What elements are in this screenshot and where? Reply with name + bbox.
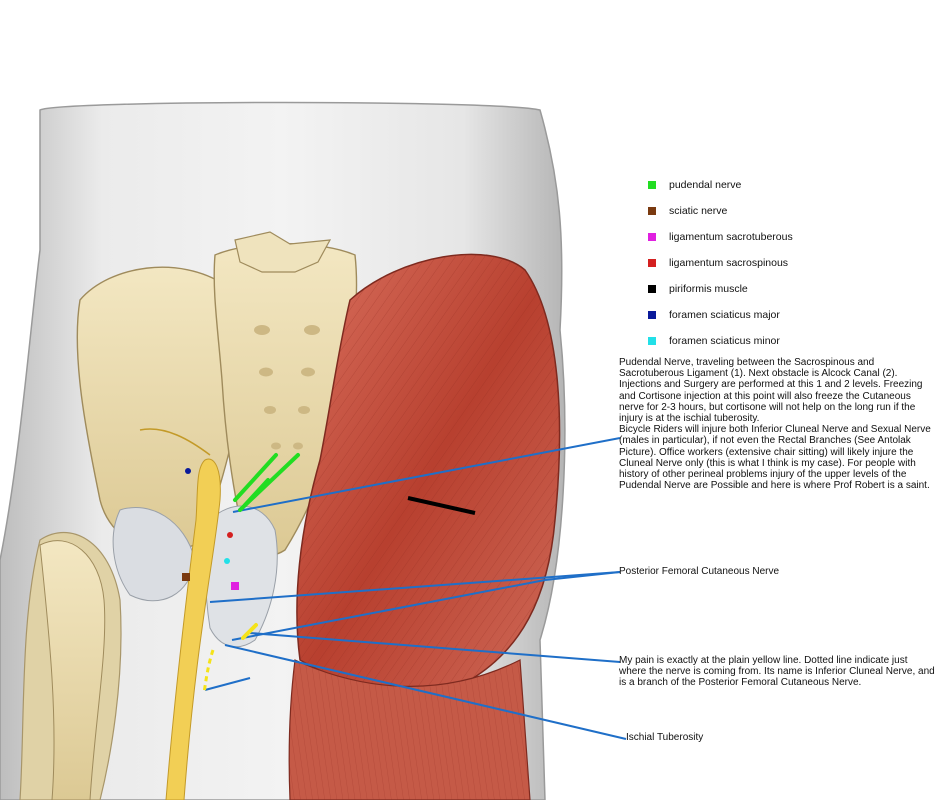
annotation-posterior-femoral-cutaneous: Posterior Femoral Cutaneous Nerve bbox=[619, 566, 780, 577]
hip-joint-ligaments bbox=[112, 506, 196, 602]
pudendal-nerve-lines bbox=[233, 453, 300, 512]
annotation-bicycle-text: Bicycle Riders will injure both Inferior… bbox=[619, 424, 931, 492]
legend-item: ligamentum sacrotuberous bbox=[648, 224, 938, 250]
annotation-pain-location: My pain is exactly at the plain yellow l… bbox=[619, 655, 935, 689]
legend-swatch bbox=[648, 181, 656, 189]
pointer-lines bbox=[204, 437, 627, 740]
legend-item: ligamentum sacrospinous bbox=[648, 250, 938, 276]
lumbar-vertebra bbox=[234, 231, 332, 273]
foramen-major-marker bbox=[185, 468, 191, 474]
legend-item: piriformis muscle bbox=[648, 276, 938, 302]
legend-swatch bbox=[648, 207, 656, 215]
legend-label: foramen sciaticus minor bbox=[669, 335, 780, 347]
foramen-minor-marker bbox=[224, 558, 230, 564]
legend-label: pudendal nerve bbox=[669, 179, 742, 191]
legend-swatch bbox=[648, 285, 656, 293]
legend-item: foramen sciaticus major bbox=[648, 302, 938, 328]
legend-swatch bbox=[648, 233, 656, 241]
piriformis-marker bbox=[407, 496, 476, 515]
annotation-pudendal: Pudendal Nerve, traveling between the Sa… bbox=[619, 357, 937, 491]
sacrotuberous-marker bbox=[231, 582, 239, 590]
legend-item: foramen sciaticus minor bbox=[648, 328, 938, 354]
pain-line bbox=[241, 623, 258, 640]
legend-swatch bbox=[648, 311, 656, 319]
legend-item: sciatic nerve bbox=[648, 198, 938, 224]
sacrum bbox=[213, 243, 358, 556]
left-femur bbox=[39, 540, 106, 800]
legend-label: piriformis muscle bbox=[669, 283, 748, 295]
sciatic-nerve bbox=[165, 458, 221, 800]
pain-dotted-line bbox=[202, 649, 215, 694]
sacrospinous-marker bbox=[227, 532, 233, 538]
legend-swatch bbox=[648, 259, 656, 267]
legend-label: foramen sciaticus major bbox=[669, 309, 780, 321]
legend-swatch bbox=[648, 337, 656, 345]
legend-label: ligamentum sacrotuberous bbox=[669, 231, 793, 243]
legend-label: sciatic nerve bbox=[669, 205, 728, 217]
legend-label: ligamentum sacrospinous bbox=[669, 257, 789, 269]
annotation-ischial-tuberosity: Ischial Tuberosity bbox=[626, 732, 704, 743]
sacral-foramina bbox=[254, 325, 320, 450]
sciatic-nerve-marker bbox=[182, 573, 190, 581]
small-nerve-branch bbox=[139, 428, 211, 456]
legend: pudendal nerve sciatic nerve ligamentum … bbox=[648, 172, 938, 354]
legend-item: pudendal nerve bbox=[648, 172, 938, 198]
annotation-pudendal-text: Pudendal Nerve, traveling between the Sa… bbox=[619, 357, 923, 425]
